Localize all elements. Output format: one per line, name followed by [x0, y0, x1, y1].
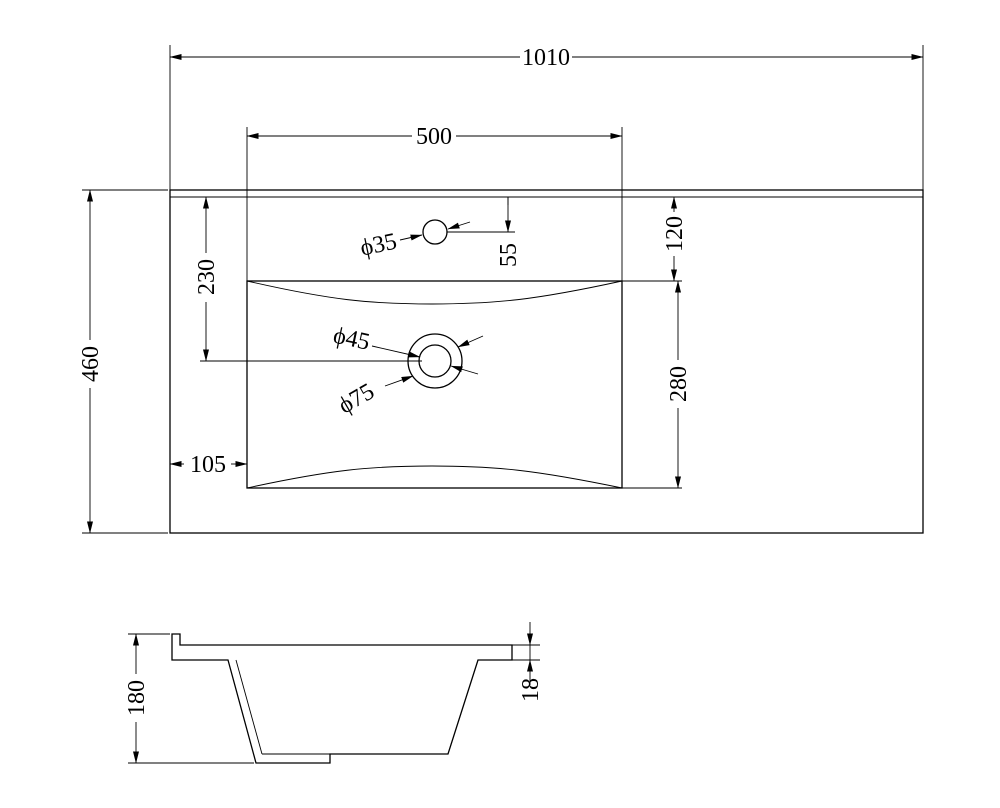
dim-overall-depth: 460	[78, 346, 104, 382]
dim-bowl-width: 500	[416, 124, 452, 150]
side-profile	[171, 633, 513, 764]
dim-back-to-bowl: 120	[662, 216, 688, 252]
dim-tap-to-drain-depth: 230	[194, 259, 220, 295]
dim-top-thickness: 18	[518, 678, 544, 702]
dim-tap-hole-diameter: ϕ35	[358, 229, 399, 262]
drain-inner-circle	[418, 344, 452, 378]
dim-bowl-depth: 280	[666, 366, 692, 402]
dim-bowl-left-offset: 105	[190, 452, 226, 478]
side-view: 180 18	[124, 622, 544, 764]
dim-drain-inner-diameter: ϕ45	[331, 323, 372, 356]
side-inner-wall	[235, 659, 263, 755]
top-view: 1010 500 460 230 120 55 ϕ35	[78, 45, 924, 534]
bowl-bottom-curve	[246, 465, 623, 489]
dim-tap-offset: 55	[496, 243, 522, 267]
dim-drain-outer-diameter: ϕ75	[334, 379, 379, 420]
tap-hole	[422, 219, 448, 245]
bowl-outline	[246, 280, 623, 489]
dim-overall-width: 1010	[522, 45, 570, 71]
countertop-outline	[169, 189, 924, 534]
dim-total-height: 180	[124, 680, 150, 716]
bowl-top-curve	[246, 280, 623, 305]
